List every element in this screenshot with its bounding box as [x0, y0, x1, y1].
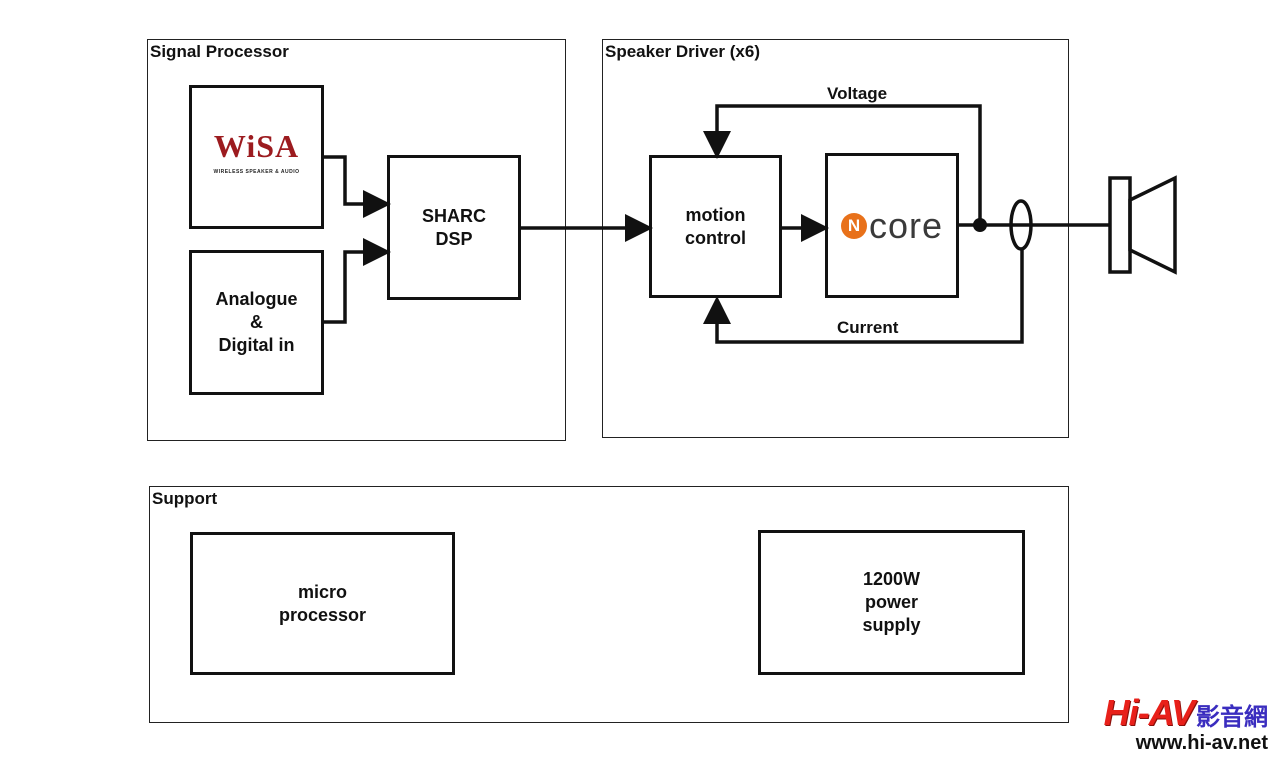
speaker-cone [1128, 175, 1177, 275]
speaker-driver-group: Speaker Driver (x6) [602, 39, 1069, 438]
watermark-brand-cn: 影音網 [1196, 704, 1268, 731]
wisa-logo-tagline: WIRELESS SPEAKER & AUDIO [213, 168, 300, 175]
wire-wisa-to-dsp [324, 155, 391, 218]
signal-processor-group: Signal Processor [147, 39, 566, 441]
watermark-brand: Hi-AV [1103, 692, 1195, 733]
motion-control-block: motion control [649, 155, 782, 298]
wire-analogue-to-dsp [324, 238, 391, 324]
current-sensor [1009, 199, 1033, 251]
wisa-logo-word: WiSA [213, 127, 300, 164]
support-title: Support [152, 489, 218, 508]
power-supply-block: 1200W power supply [758, 530, 1025, 675]
current-label: Current [837, 318, 899, 337]
wisa-logo: WiSA WIRELESS SPEAKER & AUDIO [213, 127, 300, 184]
current-feedback-wire [703, 250, 1024, 344]
voltage-feedback-wire [703, 104, 982, 225]
watermark-url: www.hi-av.net [1135, 732, 1268, 754]
wisa-block: WiSA WIRELESS SPEAKER & AUDIO [189, 85, 324, 229]
hi-av-watermark: Hi-AV影音網 www.hi-av.net [1103, 692, 1268, 755]
speaker-magnet [1108, 176, 1132, 274]
ncore-logo-word: core [868, 205, 944, 246]
signal-processor-title: Signal Processor [150, 42, 289, 61]
analogue-digital-in-block: Analogue & Digital in [189, 250, 324, 395]
voltage-label: Voltage [827, 84, 888, 103]
sharc-dsp-block: SHARC DSP [387, 155, 521, 300]
speaker-driver-title: Speaker Driver (x6) [605, 42, 760, 61]
voltage-tap-dot [973, 218, 987, 232]
ncore-logo: N core [840, 205, 944, 246]
support-group: Support [149, 486, 1069, 723]
micro-processor-block: micro processor [190, 532, 455, 675]
ncore-block: N core [825, 153, 959, 298]
ncore-badge: N [840, 212, 867, 239]
